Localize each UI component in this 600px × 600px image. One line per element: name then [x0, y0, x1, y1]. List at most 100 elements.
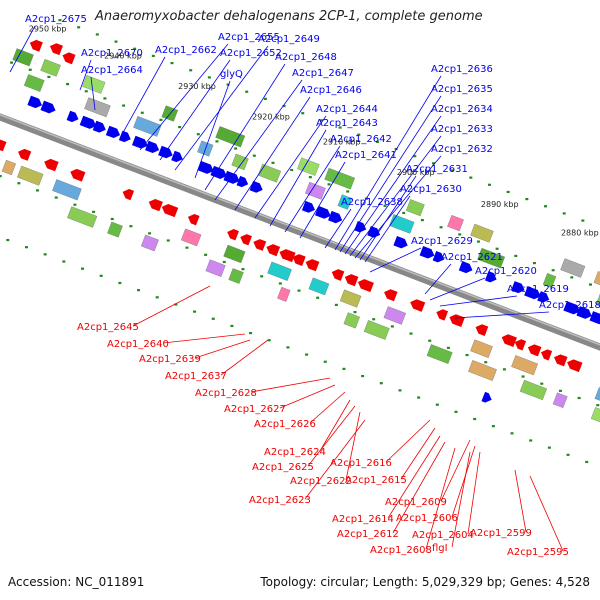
- leader-line: [345, 411, 361, 481]
- leader-line: [132, 285, 211, 327]
- reverse-gene-arrow: [436, 309, 449, 321]
- tick-dot: [193, 310, 197, 313]
- forward-gene-arrow: [105, 125, 121, 139]
- feature-block: [140, 234, 159, 252]
- forward-gene-label: A2cp1_2635: [431, 84, 493, 95]
- tick-dot: [114, 40, 118, 43]
- tick-dot: [297, 289, 301, 292]
- feature-block: [363, 320, 390, 340]
- tick-dot: [458, 233, 462, 236]
- tick-dot: [230, 324, 234, 328]
- tick-dot: [249, 332, 253, 335]
- forward-gene-label: A2cp1_2629: [411, 236, 473, 247]
- kbp-scale-label: 2940 kbp: [104, 51, 142, 60]
- leader-line: [9, 25, 36, 73]
- tick-dot: [476, 240, 480, 243]
- tick-dot: [286, 346, 290, 349]
- leader-line: [514, 469, 527, 533]
- forward-gene-arrow: [419, 246, 435, 259]
- forward-gene-label: A2cp1_2652: [220, 48, 282, 59]
- reverse-gene-arrow: [527, 344, 542, 357]
- feature-block: [470, 223, 494, 243]
- tick-dot: [189, 69, 193, 72]
- forward-gene-label: A2cp1_2621: [441, 252, 503, 263]
- tick-dot: [282, 104, 286, 108]
- tick-dot: [267, 339, 271, 342]
- reverse-gene-arrow: [475, 324, 489, 337]
- leader-line: [344, 115, 442, 255]
- tick-dot: [0, 174, 2, 178]
- reverse-gene-label: A2cp1_2615: [345, 475, 407, 486]
- reverse-gene-arrow: [279, 249, 296, 263]
- leader-line: [159, 59, 231, 161]
- tick-dot: [95, 33, 99, 36]
- tick-dot: [361, 374, 365, 378]
- tick-dot: [129, 225, 133, 228]
- leader-line: [439, 295, 518, 307]
- tick-dot: [484, 361, 488, 364]
- forward-gene-label: A2cp1_2619: [507, 284, 569, 295]
- feature-block: [389, 214, 415, 234]
- tick-dot: [383, 204, 387, 207]
- tick-dot: [469, 176, 473, 179]
- leader-line: [79, 59, 92, 91]
- tick-dot: [166, 239, 170, 242]
- tick-dot: [301, 112, 305, 115]
- forward-gene-arrow: [145, 140, 160, 154]
- feature-block: [308, 277, 330, 296]
- tick-dot: [155, 296, 159, 299]
- tick-dot: [80, 267, 84, 270]
- forward-gene-arrow: [158, 145, 173, 159]
- tick-dot: [118, 281, 122, 285]
- reverse-gene-arrow: [227, 229, 239, 241]
- feature-block: [257, 163, 282, 183]
- leader-line: [324, 208, 352, 249]
- reverse-gene-label: A2cp1_2626: [254, 419, 316, 430]
- tick-dot: [596, 404, 600, 407]
- reverse-gene-arrow: [292, 254, 306, 267]
- reverse-gene-arrow: [357, 279, 374, 293]
- reverse-gene-label: A2cp1_2628: [195, 388, 257, 399]
- forward-gene-label: glyQ: [220, 69, 243, 80]
- kbp-scale-label: 2910 kbp: [323, 137, 361, 146]
- reverse-gene-label: A2cp1_2627: [224, 404, 286, 415]
- tick-dot: [140, 111, 144, 114]
- reverse-gene-label: A2cp1_2625: [252, 462, 314, 473]
- forward-gene-label: A2cp1_2643: [316, 118, 378, 129]
- feature-block: [447, 214, 464, 232]
- forward-gene-label: A2cp1_2641: [335, 150, 397, 161]
- reverse-gene-arrow: [49, 43, 63, 56]
- tick-dot: [521, 375, 525, 378]
- forward-gene-label: A2cp1_2675: [25, 14, 87, 25]
- tick-dot: [465, 353, 469, 357]
- leader-line: [250, 377, 331, 393]
- tick-dot: [6, 238, 10, 242]
- leader-line: [234, 96, 311, 211]
- forward-gene-label: A2cp1_2646: [300, 85, 362, 96]
- reverse-gene-label: A2cp1_2624: [264, 447, 326, 458]
- tick-dot: [428, 339, 432, 342]
- tick-dot: [24, 246, 28, 249]
- tick-dot: [133, 47, 137, 50]
- tick-dot: [375, 140, 379, 143]
- leader-line: [204, 63, 286, 191]
- feature-block: [267, 261, 292, 281]
- reverse-gene-label: A2cp1_2622: [290, 476, 352, 487]
- leader-line: [529, 475, 564, 552]
- tick-dot: [431, 162, 435, 165]
- forward-gene-label: A2cp1_2647: [292, 68, 354, 79]
- feature-block: [297, 157, 320, 176]
- tick-dot: [353, 310, 357, 314]
- tick-dot: [420, 219, 424, 222]
- forward-gene-arrow: [563, 301, 581, 315]
- tick-dot: [491, 425, 495, 428]
- reverse-gene-label: A2cp1_2639: [139, 354, 201, 365]
- tick-dot: [566, 453, 570, 456]
- tick-dot: [263, 97, 267, 100]
- reverse-gene-label: A2cp1_2599: [470, 528, 532, 539]
- kbp-scale-label: 2880 kbp: [561, 229, 599, 238]
- tick-dot: [327, 183, 331, 186]
- tick-dot: [454, 410, 458, 413]
